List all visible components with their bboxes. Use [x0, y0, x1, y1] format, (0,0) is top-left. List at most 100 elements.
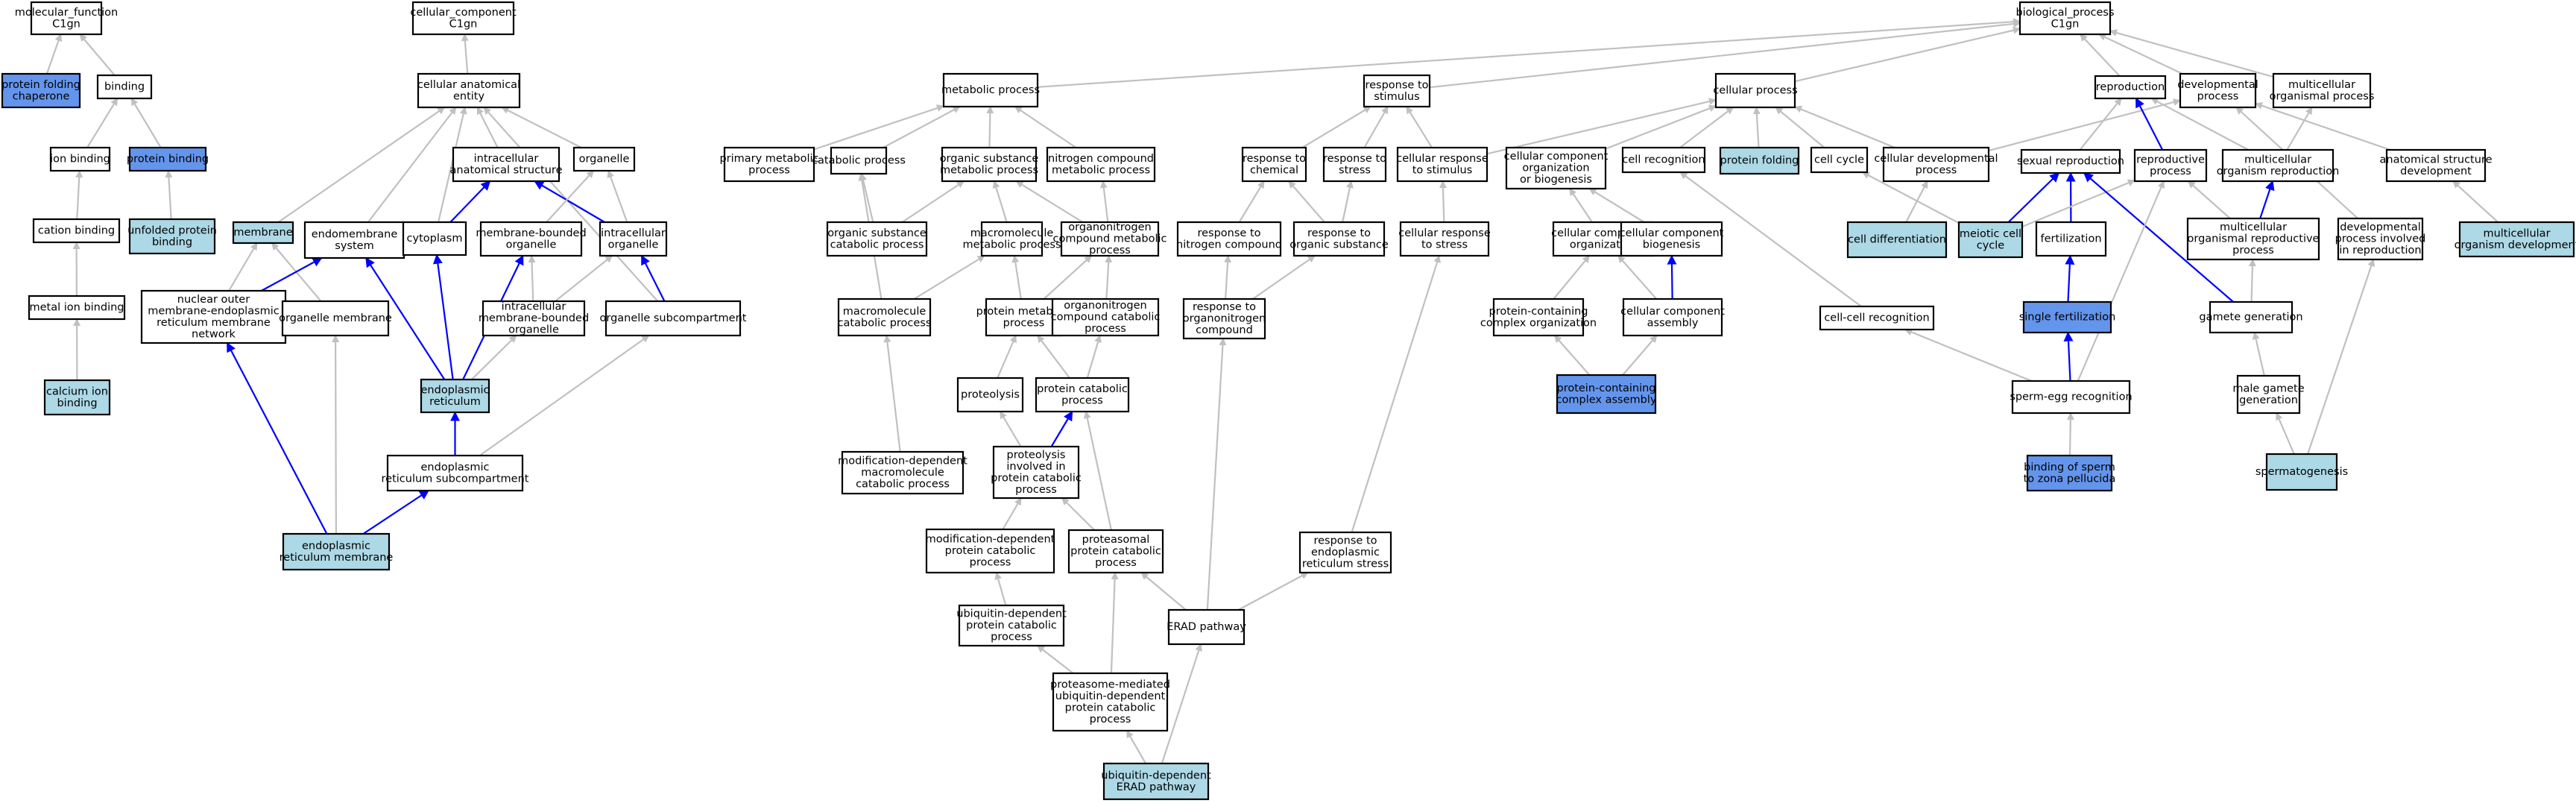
node-box	[1046, 146, 1156, 183]
node-box	[1051, 297, 1160, 337]
node-celldiff[interactable]: cell differentiation	[1846, 221, 1948, 259]
node-nom[interactable]: nuclear outermembrane-endoplasmicreticul…	[140, 289, 287, 344]
node-pfold[interactable]: protein folding	[1719, 146, 1800, 175]
node-repro[interactable]: reproduction	[2094, 75, 2167, 100]
node-catb[interactable]: cation binding	[32, 218, 121, 244]
node-ser[interactable]: sperm-egg recognition	[2010, 380, 2133, 415]
node-om[interactable]: organelle membrane	[279, 300, 392, 337]
node-metp[interactable]: metabolic process	[941, 72, 1040, 108]
node-cycle[interactable]: cell cycle	[1810, 146, 1869, 174]
node-catp[interactable]: catabolic process	[812, 146, 906, 175]
node-label: to stress	[1421, 239, 1468, 251]
node-label: binding	[57, 397, 97, 409]
node-binding[interactable]: binding	[96, 74, 153, 100]
node-metb[interactable]: metal ion binding	[28, 295, 126, 321]
node-sperm[interactable]: spermatogenesis	[2255, 453, 2348, 491]
node-label: organelle membrane	[279, 312, 392, 324]
node-org[interactable]: organelle	[572, 146, 636, 172]
node-protb[interactable]: protein binding	[127, 146, 209, 172]
node-label: multicellular	[2483, 227, 2550, 239]
edge-catb-to-ionb	[75, 170, 83, 220]
node-label: sperm-egg recognition	[2010, 391, 2132, 403]
node-fert[interactable]: fertilization	[2035, 221, 2107, 257]
node-box	[2133, 148, 2208, 183]
node-box	[43, 379, 111, 416]
node-mdmcp[interactable]: modification-dependentmacromoleculecatab…	[838, 450, 967, 495]
edge-sperm-to-mgg	[2276, 412, 2295, 455]
node-sexrep[interactable]: sexual reproduction	[2017, 148, 2124, 174]
node-protl[interactable]: proteolysis	[956, 377, 1024, 413]
node-ionb[interactable]: ion binding	[49, 146, 111, 172]
node-cyto[interactable]: cytoplasm	[402, 221, 467, 256]
node-sfert[interactable]: single fertilization	[2019, 300, 2116, 334]
node-mem[interactable]: membrane	[232, 221, 294, 245]
node-pmudp[interactable]: proteasome-mediatedubiquitin-dependentpr…	[1050, 672, 1170, 732]
node-erad[interactable]: ERAD pathway	[1167, 608, 1246, 646]
node-label: macromolecule	[843, 306, 926, 318]
node-gg[interactable]: gamete generation	[2199, 300, 2303, 334]
node-cellp[interactable]: cellular process	[1713, 72, 1798, 109]
node-label: reticulum subcompartment	[382, 473, 529, 485]
node-cellrec[interactable]: cell recognition	[1621, 146, 1706, 174]
node-ccr[interactable]: cell-cell recognition	[1819, 305, 1935, 331]
node-box	[452, 146, 561, 183]
node-osub[interactable]: organelle subcompartment	[600, 300, 747, 337]
